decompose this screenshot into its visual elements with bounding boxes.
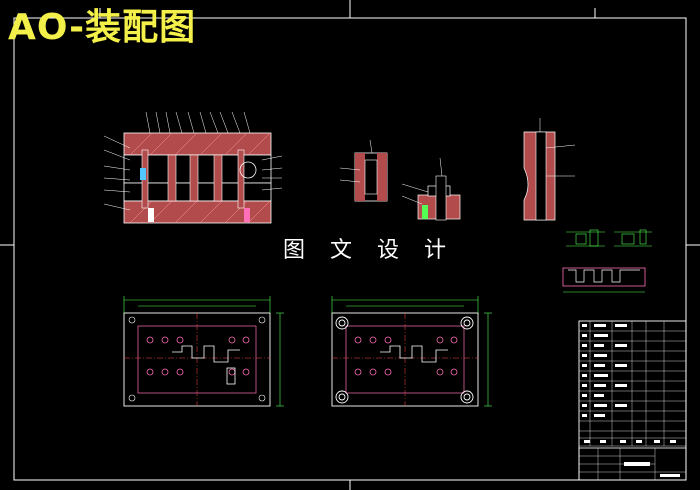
detail-view-b — [401, 157, 461, 221]
detail-view-a — [339, 139, 388, 202]
strip-layout-sketch — [562, 229, 652, 293]
assembly-section-view — [103, 111, 283, 224]
plan-view-upper-die — [331, 296, 492, 407]
detail-view-c — [523, 118, 576, 221]
drawing-title: AO-装配图 — [8, 7, 197, 48]
watermark-text: 图 文 设 计 — [283, 238, 455, 263]
title-block-parts-list — [578, 320, 687, 481]
plan-view-lower-die — [123, 296, 284, 407]
